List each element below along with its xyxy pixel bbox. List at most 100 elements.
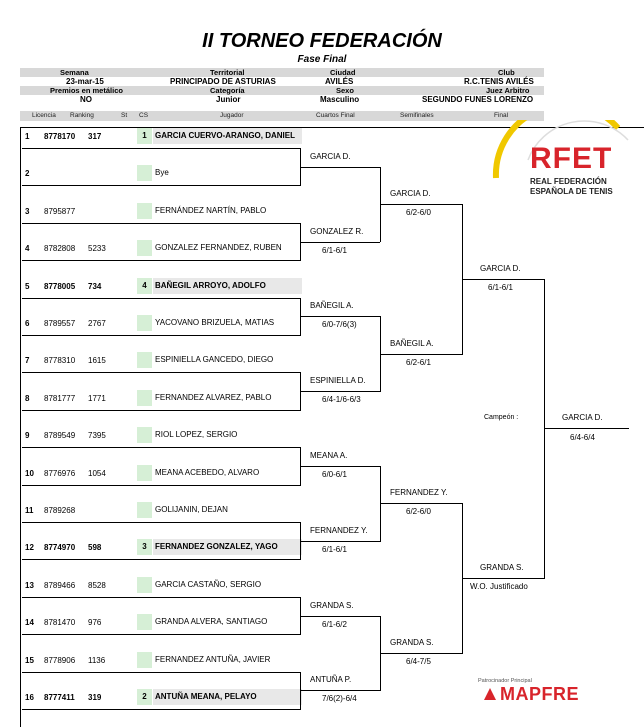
player-line (22, 148, 300, 149)
player-licence: 8789549 (44, 431, 76, 441)
player-ranking: 8528 (88, 580, 106, 590)
seed-box: 1 (137, 128, 152, 144)
player-line (22, 671, 300, 673)
juez-value: SEGUNDO FUNES LORENZO (422, 95, 534, 104)
champion-label: Campeón : (484, 414, 519, 421)
player-name: ANTUÑA MEANA, PELAYO (153, 689, 302, 705)
col-semis: Semifinales (400, 112, 434, 119)
draw-position: 6 (25, 319, 30, 328)
player-licence: 8776976 (44, 468, 76, 478)
info-header: Semana Territorial Ciudad Club 23-mar-15… (20, 68, 544, 104)
col-final: Final (494, 112, 509, 119)
quarter-score: 7/6(2)-6/4 (322, 694, 357, 704)
player-line (22, 484, 300, 486)
quarter-line (300, 465, 380, 467)
semi-score: 6/2-6/0 (406, 208, 431, 218)
semi-winner: GARCIA D. (390, 189, 431, 199)
sponsor-name: MAPFRE (500, 684, 579, 704)
player-line (22, 559, 300, 561)
info-labels-row-1: Semana Territorial Ciudad Club (20, 68, 544, 77)
quarter-score: 6/1-6/1 (322, 245, 347, 255)
quarter-winner: MEANA A. (310, 450, 348, 460)
seed-box (137, 464, 152, 481)
player-licence: 8778005 (44, 281, 76, 291)
player-name: FERNÁNDEZ NARTÍN, PABLO (155, 205, 267, 215)
seed-box: 3 (137, 539, 152, 556)
semi-score: 6/2-6/0 (406, 507, 431, 517)
champion-winner: GARCIA D. (562, 413, 603, 422)
rfet-arc-grey (527, 120, 629, 161)
seed-box (137, 240, 152, 257)
final-line (462, 278, 544, 280)
player-line (22, 335, 300, 336)
seed-box (137, 576, 152, 593)
player-name: GARCIA CUERVO-ARANGO, DANIEL (153, 128, 302, 144)
player-line (22, 372, 300, 374)
col-cuartos: Cuartos Final (316, 112, 355, 119)
draw-position: 12 (25, 543, 34, 553)
seed-box (137, 502, 152, 518)
semi-line (380, 503, 462, 505)
player-licence: 8789557 (44, 319, 76, 328)
column-headers: Licencia Ranking St CS Jugador Cuartos F… (20, 111, 544, 121)
player-ranking: 1054 (88, 468, 106, 478)
player-ranking: 2767 (88, 319, 106, 328)
semi-line (380, 652, 462, 654)
player-licence: 8789268 (44, 506, 76, 515)
draw-position: 2 (25, 169, 30, 179)
quarter-winner: GRANDA S. (310, 600, 354, 610)
rfet-line2: ESPAÑOLA DE TENIS (530, 187, 613, 196)
quarter-score: 6/0-7/6(3) (322, 320, 357, 330)
sponsor-label: Patrocinador Principal (478, 678, 532, 684)
player-name: FERNANDEZ ANTUÑA, JAVIER (155, 654, 271, 664)
bracket-frame (20, 127, 644, 727)
quarter-score: 6/0-6/1 (322, 469, 347, 479)
quarter-line (300, 316, 380, 318)
quarter-line (300, 166, 380, 168)
quarter-winner: GONZALEZ R. (310, 226, 364, 236)
draw-position: 15 (25, 655, 34, 665)
info-labels-row-2: Premios en metálico Categoría Sexo Juez … (20, 86, 544, 95)
player-licence: 8774970 (44, 543, 76, 553)
info-values-row-2: NO Junior Masculino SEGUNDO FUNES LORENZ… (20, 95, 544, 104)
player-name: GOLIJANIN, DEJAN (155, 505, 228, 514)
player-name: FERNANDEZ GONZALEZ, YAGO (153, 539, 302, 556)
col-st: St (121, 112, 128, 119)
mapfre-icon (484, 688, 496, 700)
col-licencia: Licencia (32, 112, 56, 119)
premios-label: Premios en metálico (50, 86, 123, 95)
semana-label: Semana (60, 68, 89, 77)
quarter-score: 6/1-6/2 (322, 619, 347, 629)
final-score: 6/1-6/1 (488, 282, 513, 292)
player-line (22, 709, 300, 710)
quarter-line (300, 690, 380, 692)
draw-position: 3 (25, 206, 30, 216)
player-name: Bye (155, 168, 169, 178)
semi-winner: FERNANDEZ Y. (390, 488, 448, 498)
quarter-winner: GARCIA D. (310, 151, 351, 161)
player-line (22, 447, 300, 449)
draw-position: 13 (25, 580, 34, 590)
quarter-score: 6/4-1/6-6/3 (322, 395, 361, 405)
draw-position: 7 (25, 356, 30, 366)
semi-winner: GRANDA S. (390, 637, 434, 647)
player-line (22, 522, 300, 523)
quarter-winner: ESPINIELLA D. (310, 376, 366, 386)
draw-position: 1 (25, 132, 30, 141)
sexo-value: Masculino (320, 95, 360, 104)
seed-box (137, 614, 152, 631)
quarter-line (300, 391, 380, 393)
club-label: Club (498, 68, 515, 77)
player-ranking: 598 (88, 543, 102, 553)
player-licence: 8789466 (44, 580, 76, 590)
sponsor: Patrocinador Principal MAPFRE (478, 678, 623, 708)
seed-box (137, 202, 152, 219)
seed-box (137, 352, 152, 369)
player-ranking: 7395 (88, 431, 106, 441)
draw-position: 14 (25, 618, 34, 628)
draw-position: 9 (25, 431, 30, 441)
player-licence: 8777411 (44, 693, 75, 702)
player-ranking: 317 (88, 132, 102, 141)
player-licence: 8778310 (44, 356, 76, 366)
col-cs: CS (139, 112, 149, 119)
